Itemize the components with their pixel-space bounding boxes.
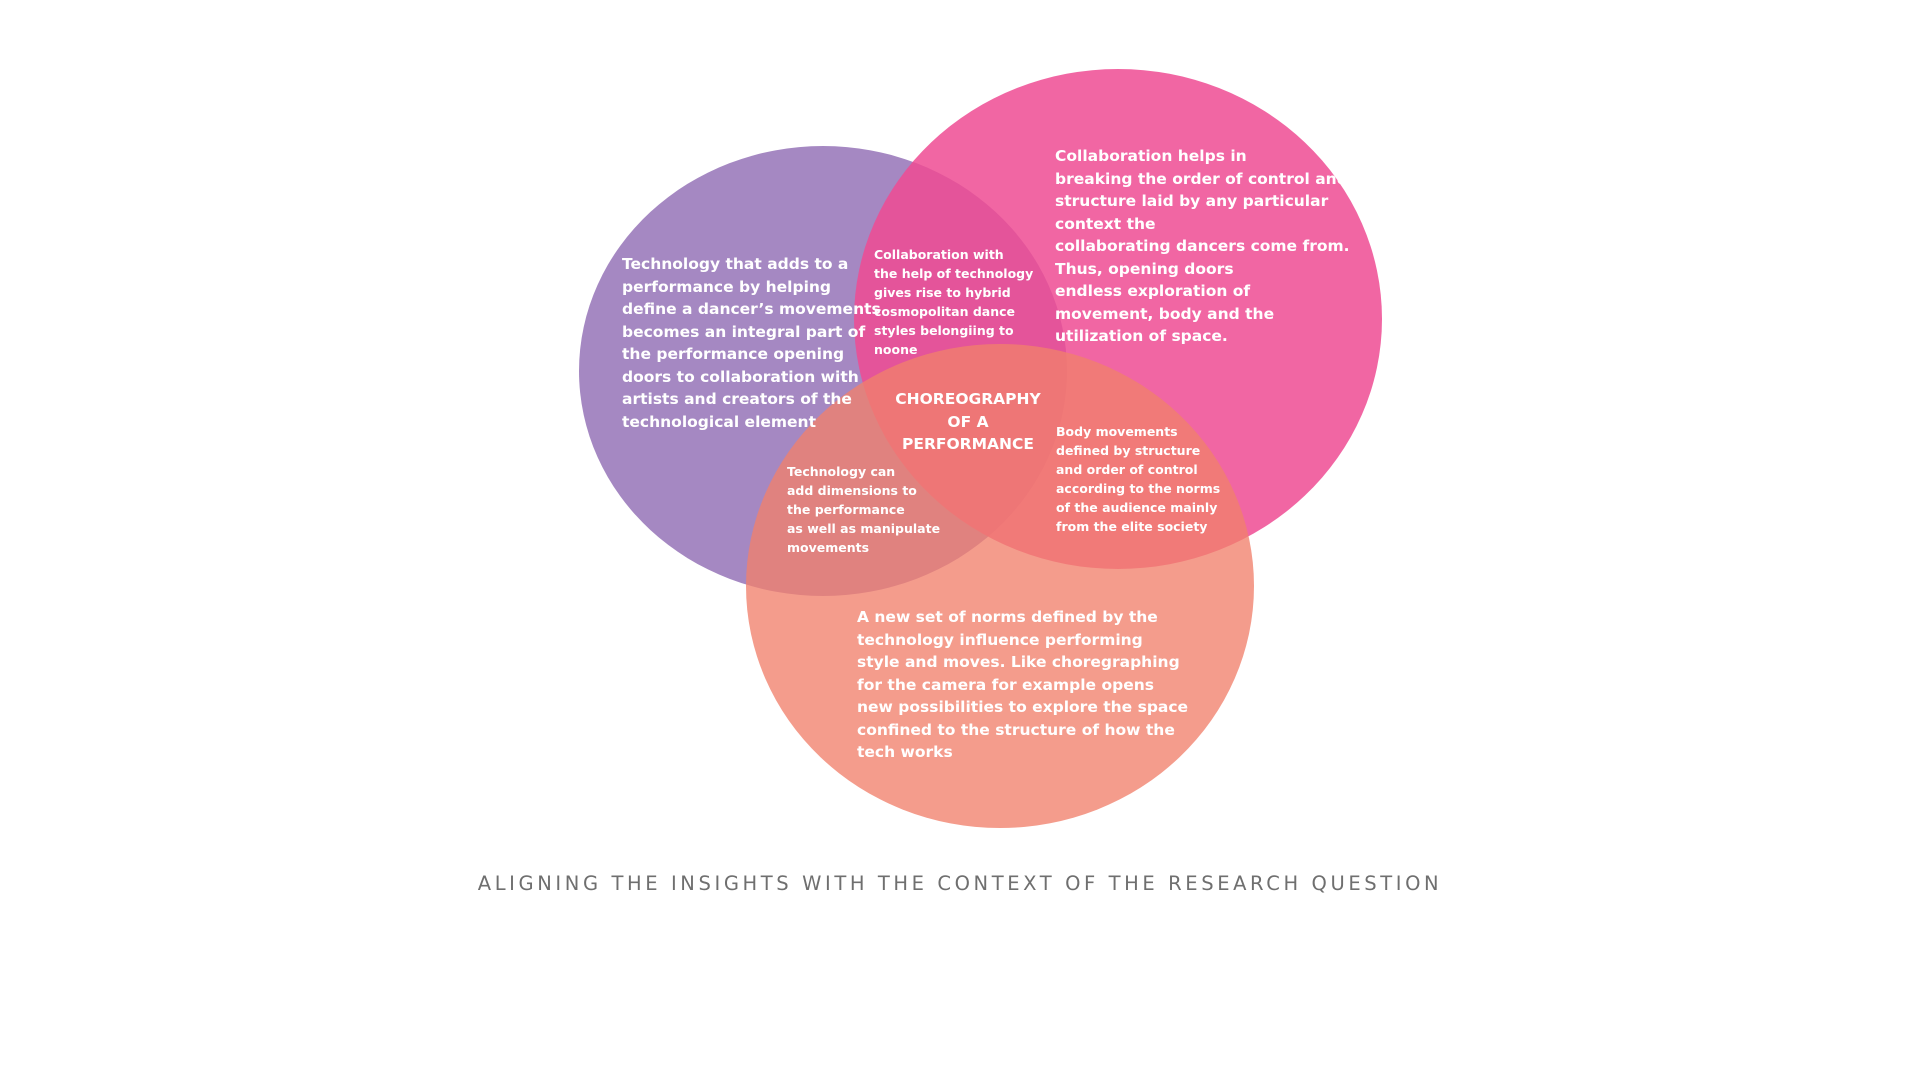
collaboration-label: Collaboration helps in breaking the orde…: [1055, 147, 1350, 345]
center-label: CHOREOGRAPHY OF A PERFORMANCE: [895, 390, 1041, 453]
norms-label: A new set of norms defined by the techno…: [857, 608, 1189, 761]
norms-circle: [746, 344, 1254, 828]
tech-collab-overlap-label: Collaboration with the help of technolog…: [874, 247, 1034, 357]
collab-norms-overlap-label: Body movements defined by structure and …: [1056, 424, 1221, 534]
technology-label: Technology that adds to a performance by…: [622, 255, 881, 431]
tech-norms-overlap-label: Technology can add dimensions to the per…: [787, 464, 941, 555]
slide-caption: ALIGNING THE INSIGHTS WITH THE CONTEXT O…: [477, 872, 1443, 895]
